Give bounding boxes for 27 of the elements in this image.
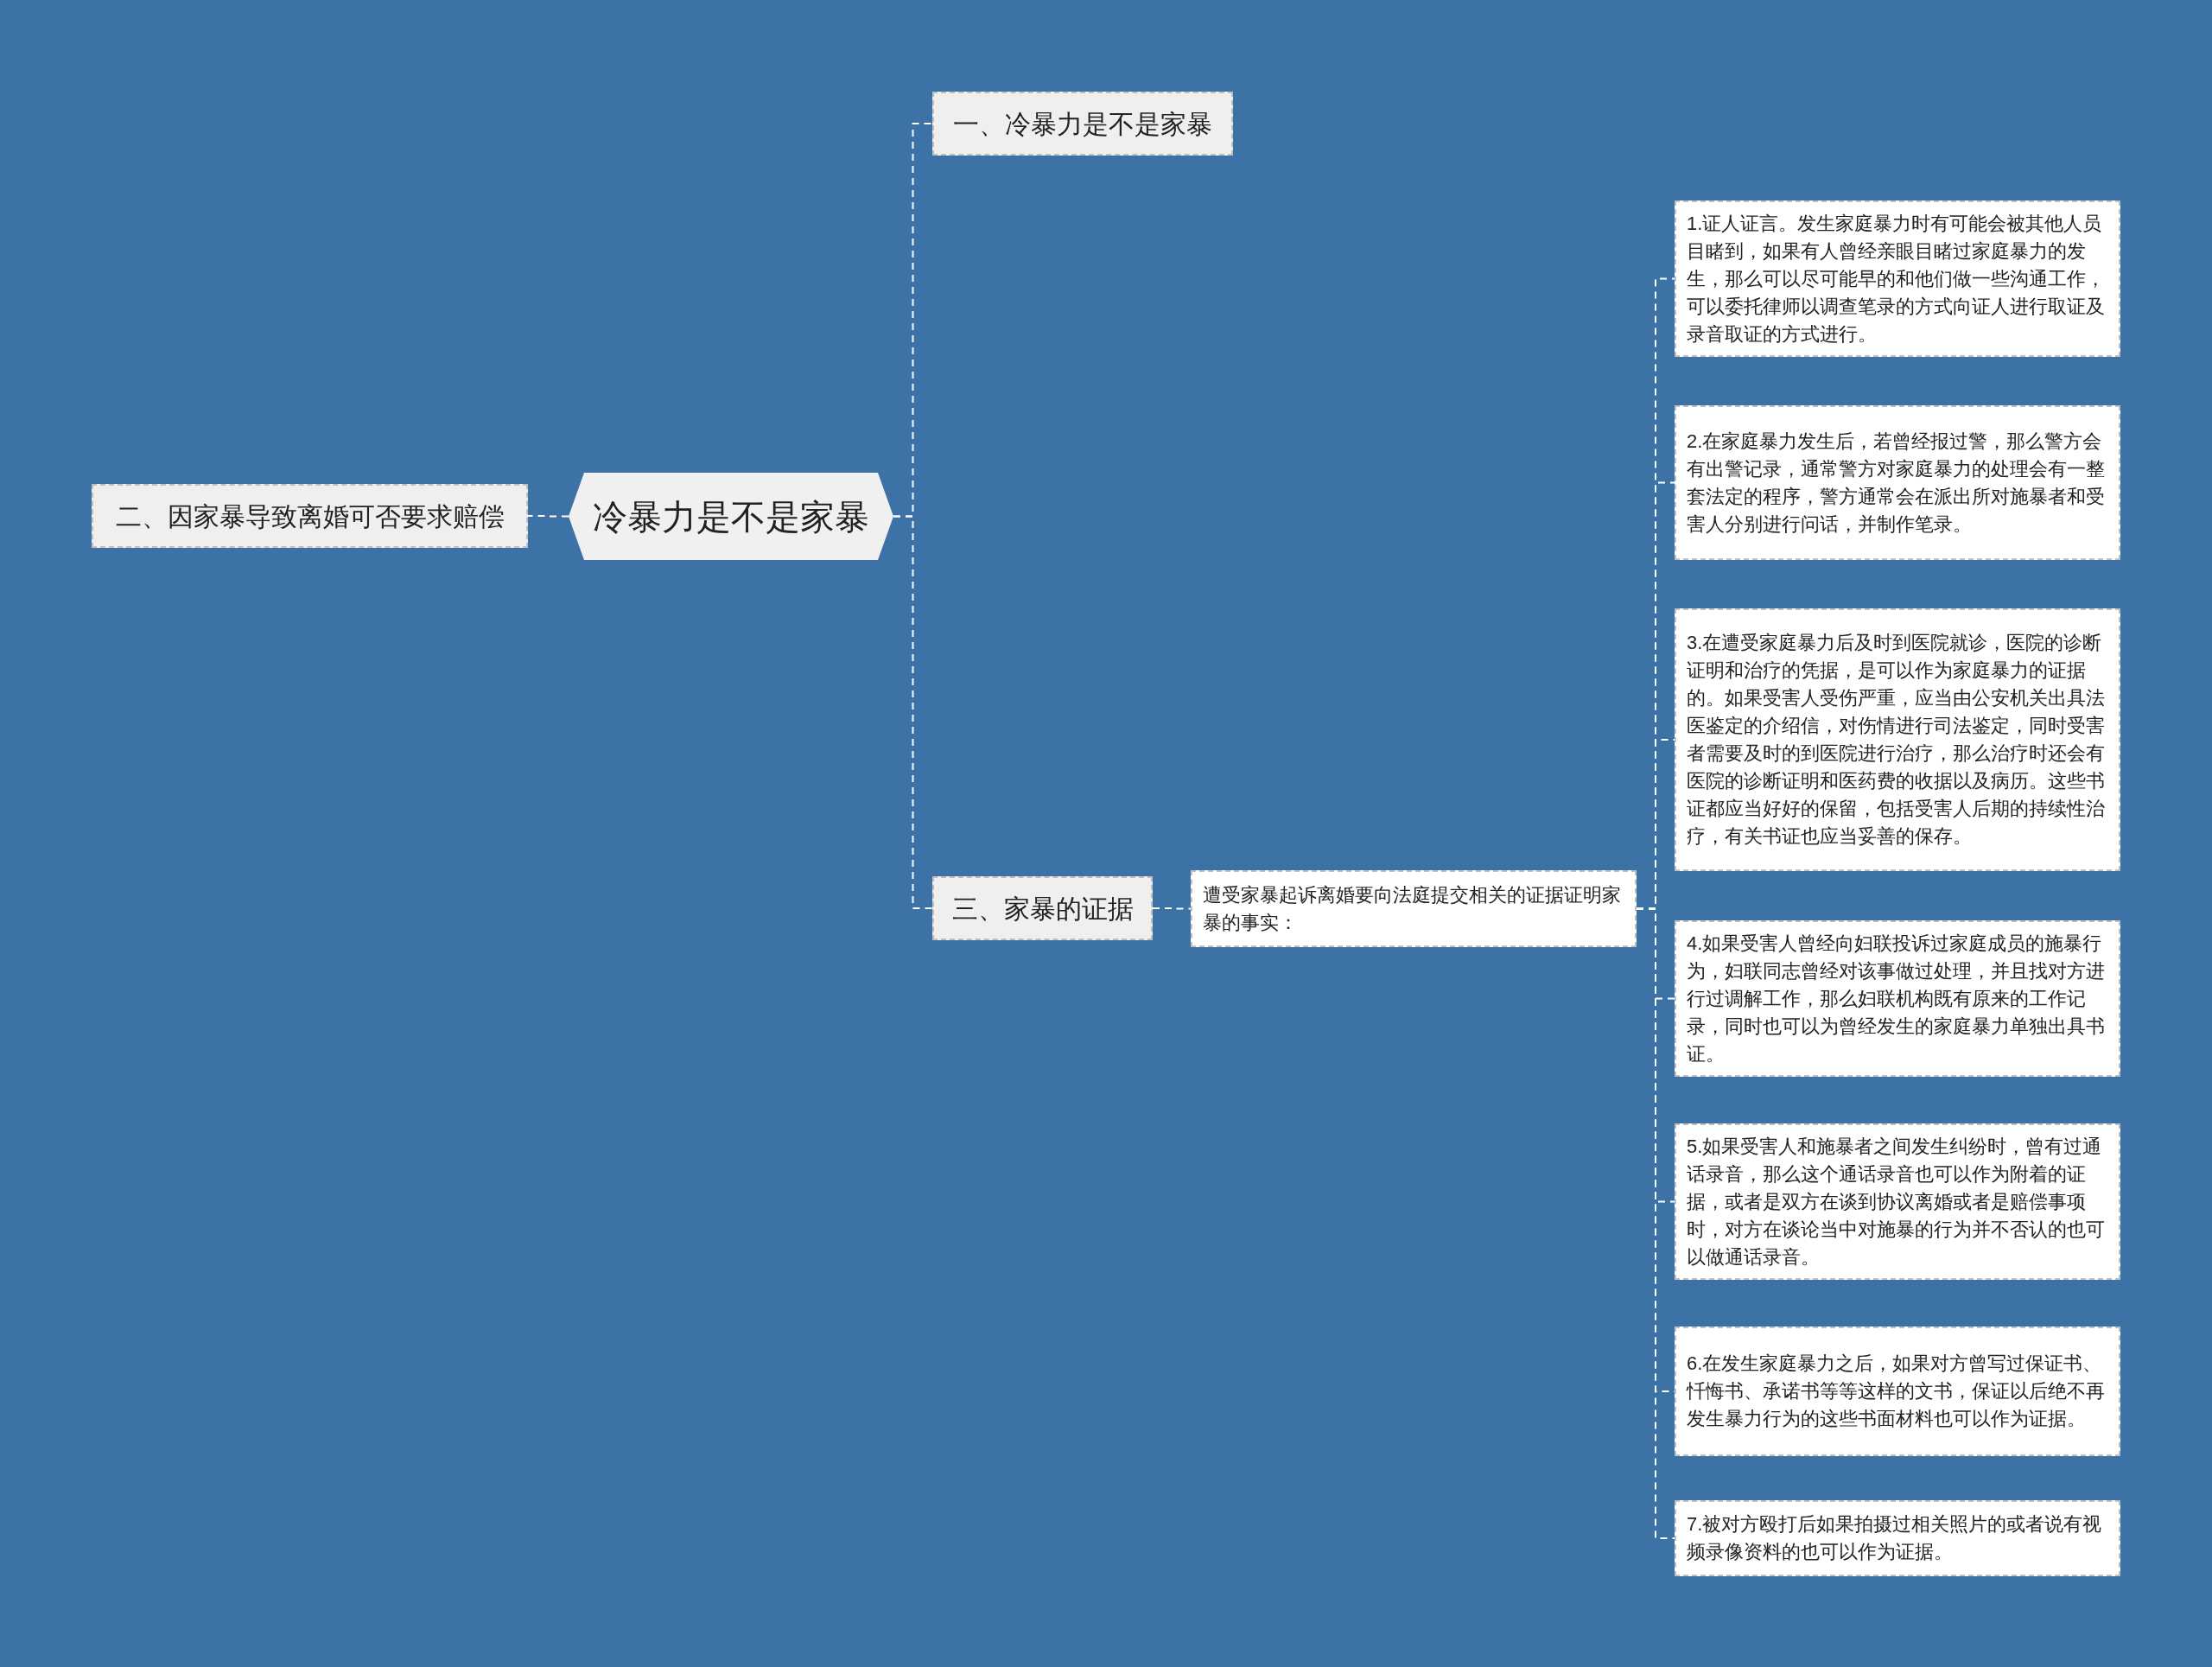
topic-text: 5.如果受害人和施暴者之间发生纠纷时，曾有过通话录音，那么这个通话录音也可以作为附着的证据，或者是双方在谈到协议离婚或者是赔偿事项时，对方在谈论当中对施暴的行为并不否认的也可以做通话录音。 bbox=[1687, 1134, 2106, 1269]
topic-text: 遭受家暴起诉离婚要向法庭提交相关的证据证明家暴的事实： bbox=[1203, 882, 1622, 935]
topic-text: 1.证人证言。发生家庭暴力时有可能会被其他人员目睹到，如果有人曾经亲眼目睹过家庭暴力的发生，那么可以尽可能早的和他们做一些沟通工作，可以委托律师以调查笔录的方式向证人进行取证及录音取证的方式进行。 bbox=[1687, 211, 2106, 347]
note-box bbox=[1675, 1500, 2120, 1576]
topic-text: 7.被对方殴打后如果拍摄过相关照片的或者说有视频录像资料的也可以作为证据。 bbox=[1687, 1512, 2103, 1564]
topic-text: 冷暴力是不是家暴 bbox=[593, 496, 869, 538]
subtopic-box bbox=[1191, 870, 1637, 947]
topic-text: 4.如果受害人曾经向妇联投诉过家庭成员的施暴行为，妇联同志曾经对该事做过处理，并且找对方进行过调解工作，那么妇联机构既有原来的工作记录，同时也可以为曾经发生的家庭暴力单独出具书证。 bbox=[1687, 931, 2106, 1066]
topic-text: 2.在家庭暴力发生后，若曾经报过警，那么警方会有出警记录，通常警方对家庭暴力的处理会有一整套法定的程序，警方通常会在派出所对施暴者和受害人分别进行问话，并制作笔录。 bbox=[1687, 429, 2106, 537]
topic-text: 一、冷暴力是不是家暴 bbox=[953, 108, 1212, 140]
topic-text: 6.在发生家庭暴力之后，如果对方曾写过保证书、忏悔书、承诺书等等这样的文书，保证以后绝不再发生暴力行为的这些书面材料也可以作为证据。 bbox=[1687, 1352, 2106, 1431]
topic-text: 二、因家暴导致离婚可否要求赔偿 bbox=[115, 500, 505, 532]
note-box bbox=[1675, 200, 2120, 357]
topic-box bbox=[932, 876, 1153, 940]
central-topic-hexagon bbox=[569, 473, 893, 560]
note-box bbox=[1675, 405, 2120, 560]
connector-line bbox=[527, 515, 569, 518]
note-box bbox=[1675, 1123, 2120, 1280]
topic-text: 3.在遭受家庭暴力后及时到医院就诊，医院的诊断证明和治疗的凭据，是可以作为家庭暴力的证据的。如果受害人受伤严重，应当由公安机关出具法医鉴定的介绍信，对伤情进行司法鉴定，同时受害者需要及时的到医院进行治疗，那么治疗时还会有医院的诊断证明和医药费的收据以及病历。这些书证都应当好好的保留，包括受害人后期的持续性治疗，有关书证也应当妥善的保存。 bbox=[1687, 631, 2106, 849]
topic-text: 三、家暴的证据 bbox=[951, 893, 1134, 925]
connector-line bbox=[893, 515, 933, 909]
note-box bbox=[1675, 608, 2120, 871]
topic-box bbox=[92, 484, 528, 548]
note-box bbox=[1675, 1327, 2120, 1456]
note-box bbox=[1675, 920, 2120, 1077]
connector-line bbox=[1152, 907, 1192, 910]
topic-box bbox=[932, 92, 1233, 156]
